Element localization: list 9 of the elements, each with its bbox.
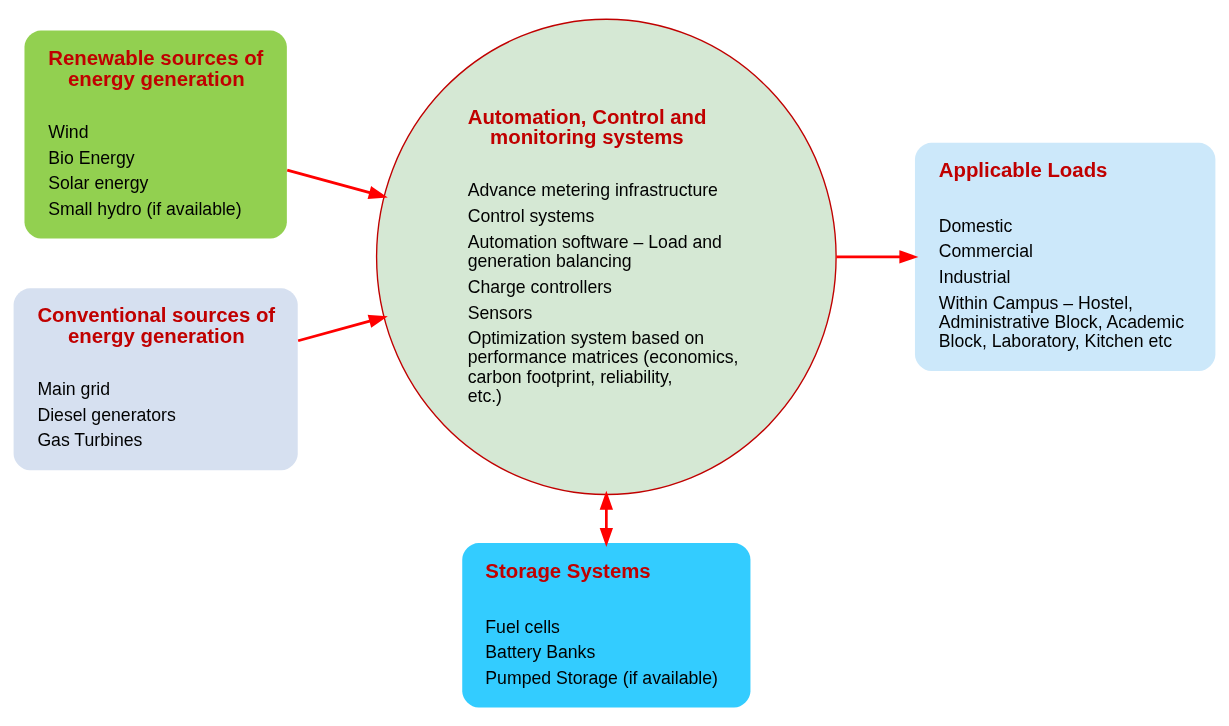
node-circle: Automation, Control and monitoring systems Advance metering infrastructure Control systems Automation software – Load and generation balancing Charge controllers Sensors Optimization system based on performance matrices (economics, carbon footprint, reliability, etc.)	[375, 18, 837, 495]
arrow	[599, 490, 613, 547]
node-box: Storage Systems Fuel cells Battery Banks Pumped Storage (if available)	[462, 542, 751, 708]
node-box: Conventional sources of energy generation Main grid Diesel generators Gas Turbines	[13, 287, 298, 470]
arrow	[297, 314, 388, 342]
node-box: Renewable sources of energy generation Wind Bio Energy Solar energy Small hydro (if available)	[24, 30, 287, 239]
arrow	[286, 168, 388, 199]
node-box: Applicable Loads Domestic Commercial Industrial Within Campus – Hostel, Administrative Block, Academic Block, Laboratory, Kitchen etc	[914, 142, 1216, 371]
arrow	[836, 249, 919, 264]
